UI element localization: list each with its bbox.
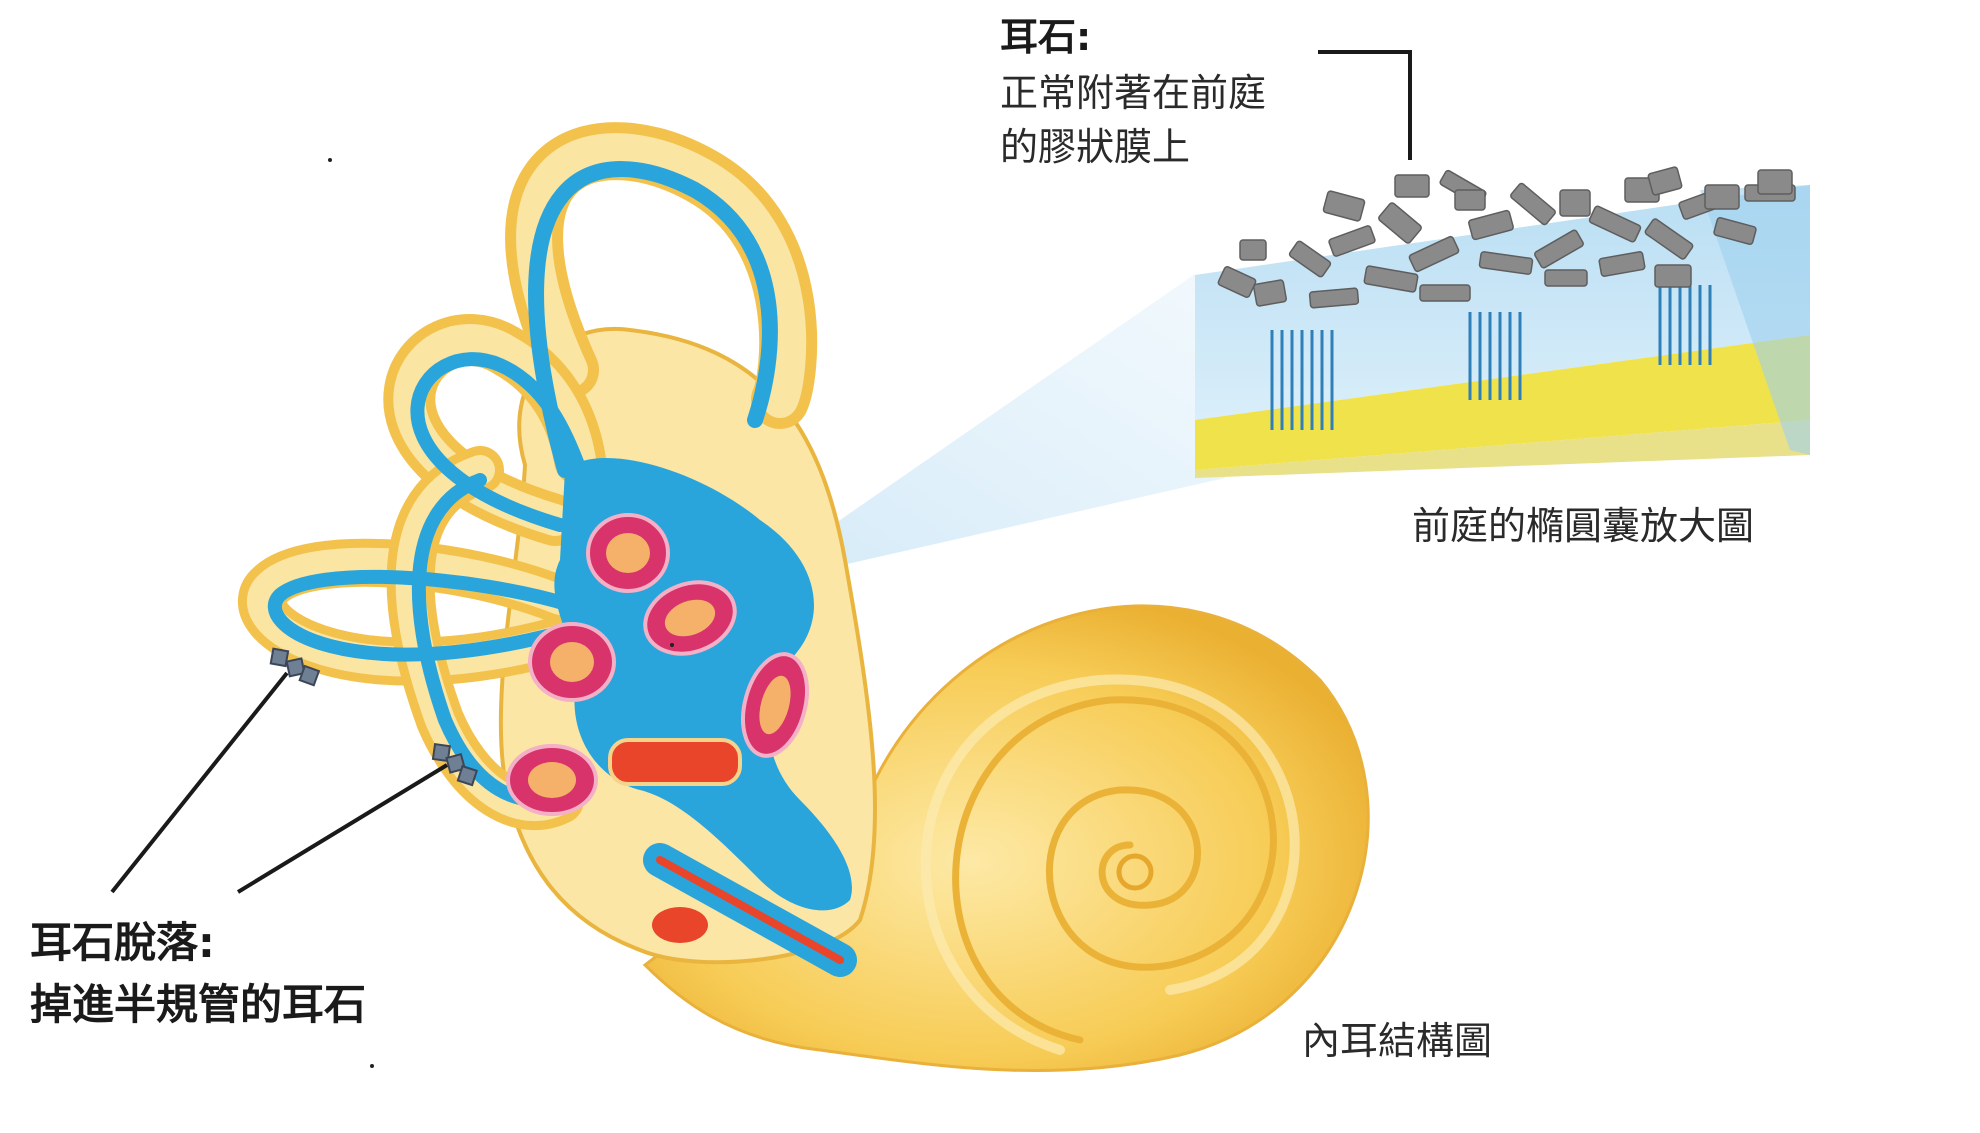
hair-bundles: [1270, 285, 1712, 430]
utricle-zoom-caption: 前庭的橢圓囊放大圖: [1412, 504, 1755, 548]
detached-otolith-line-2: 掉進半規管的耳石: [30, 980, 367, 1029]
round-window: [652, 907, 708, 943]
detached-otolith-label: 耳石脫落: 掉進半規管的耳石: [30, 912, 366, 1036]
otolith-title: 耳石:: [1000, 15, 1092, 59]
otolith-description-line-2: 的膠狀膜上: [1000, 125, 1191, 169]
otolith-description-line-1: 正常附著在前庭: [1000, 71, 1267, 115]
otolith-crystals: [1217, 166, 1796, 309]
detached-otoliths: [269, 647, 479, 787]
detached-otolith-line-1: 耳石脫落:: [30, 918, 215, 967]
leader-lines: [110, 50, 1412, 894]
utricle-inset: [1195, 166, 1810, 478]
saccule-red: [608, 738, 742, 786]
inner-ear-caption: 內耳結構圖: [1302, 1019, 1493, 1063]
magnification-beam: [742, 274, 1225, 588]
otolith-description: 正常附著在前庭 的膠狀膜上: [1000, 66, 1266, 174]
sensory-organs: [506, 513, 809, 816]
